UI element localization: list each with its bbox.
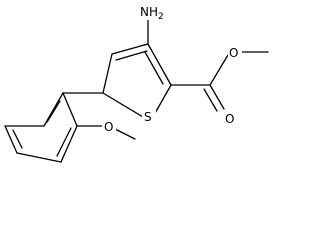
bond-s1-c2 [153, 84, 172, 116]
bond-c4-c5 [102, 53, 113, 94]
bond-c2-c3 [147, 43, 172, 86]
amine-subscript: 2 [158, 12, 164, 22]
methoxyphenyl-group [4, 92, 136, 163]
bond-c3-c4-inner [115, 50, 148, 61]
bond-aryl-4-5 [16, 152, 62, 163]
ester-group [170, 51, 269, 112]
molecule-structure: NH2 S O O O [4, 2, 269, 163]
bond-aryl-6-1 [62, 92, 78, 127]
thiophene-ring [102, 43, 172, 118]
bond-ometh-methyl [114, 128, 136, 140]
bond-c5-s1 [102, 92, 144, 118]
bond-carbonyl-double-1 [209, 84, 225, 110]
sulfur-label: S [144, 110, 152, 124]
amine-label: NH2 [140, 5, 164, 22]
bond-carbonyl-double-2 [203, 88, 218, 112]
bond-aryl-inner-a [46, 100, 61, 123]
bond-c2-c3-inner [144, 51, 164, 85]
bond-aryl-inner-c [56, 127, 72, 157]
atom-labels: NH2 S O O O [102, 2, 242, 134]
bond-aryl-inner-b [12, 129, 23, 149]
ether-oxygen-label: O [104, 120, 113, 134]
bond-c3-c4 [111, 43, 149, 55]
carbonyl-oxygen-label: O [225, 112, 234, 126]
bond-aryl-3-4 [4, 125, 18, 154]
bond-aryl-5-6 [60, 125, 78, 163]
bond-ccarbonyl-oester [209, 54, 229, 86]
ester-oxygen-label: O [229, 46, 238, 60]
